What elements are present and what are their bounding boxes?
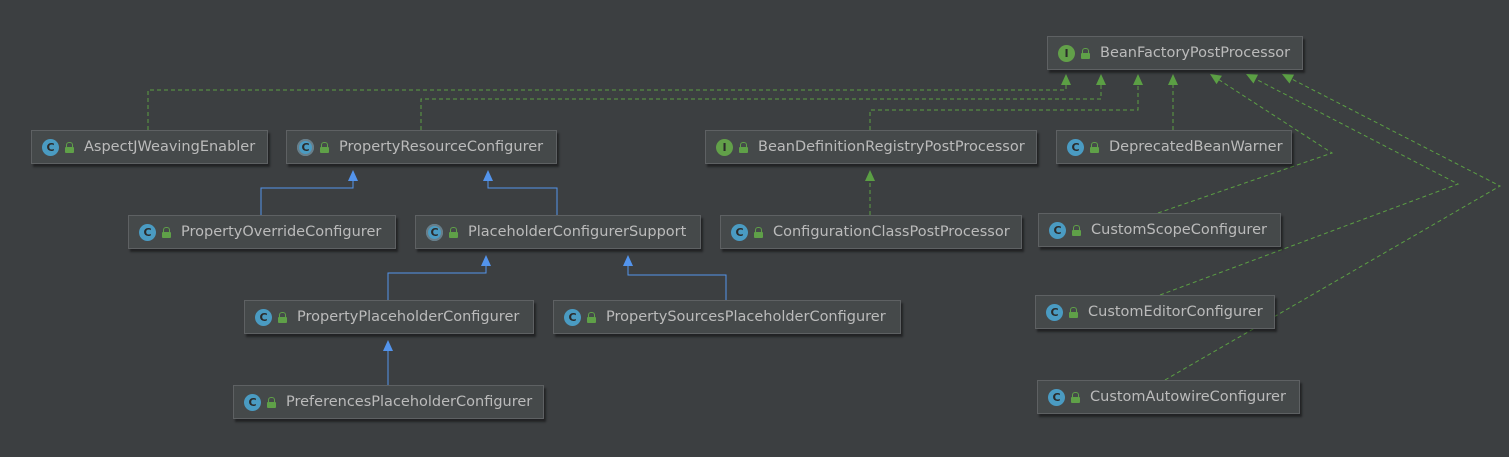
public-lock-icon — [65, 141, 74, 153]
edge-line — [627, 266, 727, 300]
node-bean-factory-post-processor[interactable]: I BeanFactoryPostProcessor — [1047, 36, 1303, 70]
class-icon: C — [255, 308, 272, 326]
node-property-sources-placeholder-configurer[interactable]: C PropertySourcesPlaceholderConfigurer — [553, 300, 901, 334]
edge-cac-to-bfpp — [1164, 74, 1502, 381]
edge-pfpc-to-ppc — [383, 340, 393, 385]
edge-arrowhead — [865, 170, 875, 181]
abstract-class-icon: C — [426, 223, 443, 241]
public-lock-icon — [267, 396, 276, 408]
node-custom-editor-configurer[interactable]: C CustomEditorConfigurer — [1035, 295, 1275, 329]
node-custom-autowire-configurer[interactable]: C CustomAutowireConfigurer — [1037, 380, 1300, 414]
node-property-override-configurer[interactable]: C PropertyOverrideConfigurer — [128, 215, 396, 249]
public-lock-icon — [162, 226, 171, 238]
class-icon: C — [564, 308, 581, 326]
class-icon: C — [139, 223, 156, 241]
edge-arrowhead — [1282, 74, 1295, 84]
node-placeholder-configurer-support[interactable]: C PlaceholderConfigurerSupport — [415, 215, 701, 249]
edge-arrowhead — [383, 340, 393, 351]
edge-arrowhead — [481, 255, 491, 266]
node-label: AspectJWeavingEnabler — [84, 139, 256, 155]
node-label: PropertyPlaceholderConfigurer — [297, 309, 520, 325]
interface-icon: I — [1058, 44, 1075, 62]
node-label: PlaceholderConfigurerSupport — [468, 224, 687, 240]
class-icon: C — [731, 223, 748, 241]
node-label: CustomAutowireConfigurer — [1090, 389, 1286, 405]
public-lock-icon — [320, 141, 329, 153]
edge-prc-to-bfpp — [420, 74, 1106, 130]
node-label: CustomScopeConfigurer — [1091, 222, 1267, 238]
node-label: PropertySourcesPlaceholderConfigurer — [606, 309, 886, 325]
edge-line — [1164, 78, 1502, 381]
edge-csc-to-bfpp — [1157, 74, 1334, 214]
public-lock-icon — [1069, 306, 1078, 318]
edge-ccpp-to-bdrpp — [865, 170, 875, 215]
node-label: DeprecatedBeanWarner — [1109, 139, 1283, 155]
edge-psppc-to-pcs — [623, 255, 727, 300]
edge-pcs-to-prc — [483, 170, 558, 215]
node-bean-definition-registry-post-processor[interactable]: I BeanDefinitionRegistryPostProcessor — [705, 130, 1037, 164]
edge-arrowhead — [1096, 74, 1106, 85]
edge-arrowhead — [623, 255, 633, 266]
public-lock-icon — [1081, 47, 1090, 59]
node-preferences-placeholder-configurer[interactable]: C PreferencesPlaceholderConfigurer — [233, 385, 544, 419]
node-label: PropertyResourceConfigurer — [339, 139, 544, 155]
edge-line — [387, 266, 487, 300]
node-property-resource-configurer[interactable]: C PropertyResourceConfigurer — [286, 130, 557, 164]
public-lock-icon — [1071, 391, 1080, 403]
edge-ppc-to-pcs — [387, 255, 491, 300]
public-lock-icon — [1072, 224, 1081, 236]
node-deprecated-bean-warner[interactable]: C DeprecatedBeanWarner — [1056, 130, 1292, 164]
class-icon: C — [1067, 138, 1084, 156]
node-label: BeanDefinitionRegistryPostProcessor — [758, 139, 1025, 155]
edge-arrowhead — [1133, 74, 1143, 85]
node-configuration-class-post-processor[interactable]: C ConfigurationClassPostProcessor — [720, 215, 1022, 249]
public-lock-icon — [449, 226, 458, 238]
node-custom-scope-configurer[interactable]: C CustomScopeConfigurer — [1038, 213, 1281, 247]
edge-bdrpp-to-bfpp — [869, 74, 1143, 130]
public-lock-icon — [278, 311, 287, 323]
edge-line — [1159, 78, 1460, 296]
class-icon: C — [1049, 221, 1066, 239]
edge-arrowhead — [1168, 74, 1178, 85]
edge-line — [420, 85, 1102, 130]
class-icon: C — [1046, 303, 1063, 321]
edge-arrowhead — [348, 170, 358, 181]
node-aspectj-weaving-enabler[interactable]: C AspectJWeavingEnabler — [31, 130, 268, 164]
class-icon: C — [1048, 388, 1065, 406]
public-lock-icon — [739, 141, 748, 153]
interface-icon: I — [716, 138, 733, 156]
public-lock-icon — [754, 226, 763, 238]
edge-poc-to-prc — [260, 170, 358, 215]
node-property-placeholder-configurer[interactable]: C PropertyPlaceholderConfigurer — [244, 300, 534, 334]
edge-line — [1157, 79, 1334, 214]
edge-cec-to-bfpp — [1159, 74, 1460, 296]
node-label: PreferencesPlaceholderConfigurer — [286, 394, 533, 410]
edge-arrowhead — [1210, 74, 1222, 85]
edge-line — [487, 181, 558, 215]
edge-ajwe-to-bfpp — [147, 74, 1071, 130]
edge-dbw-to-bfpp — [1168, 74, 1178, 130]
edge-line — [147, 85, 1067, 130]
public-lock-icon — [1090, 141, 1099, 153]
node-label: BeanFactoryPostProcessor — [1100, 45, 1291, 61]
edge-arrowhead — [1246, 74, 1259, 84]
class-icon: C — [244, 393, 261, 411]
abstract-class-icon: C — [297, 138, 314, 156]
node-label: PropertyOverrideConfigurer — [181, 224, 382, 240]
edge-arrowhead — [1061, 74, 1071, 85]
node-label: CustomEditorConfigurer — [1088, 304, 1263, 320]
node-label: ConfigurationClassPostProcessor — [773, 224, 1010, 240]
edge-line — [260, 181, 354, 215]
public-lock-icon — [587, 311, 596, 323]
class-icon: C — [42, 138, 59, 156]
edge-arrowhead — [483, 170, 493, 181]
edge-line — [869, 85, 1139, 130]
